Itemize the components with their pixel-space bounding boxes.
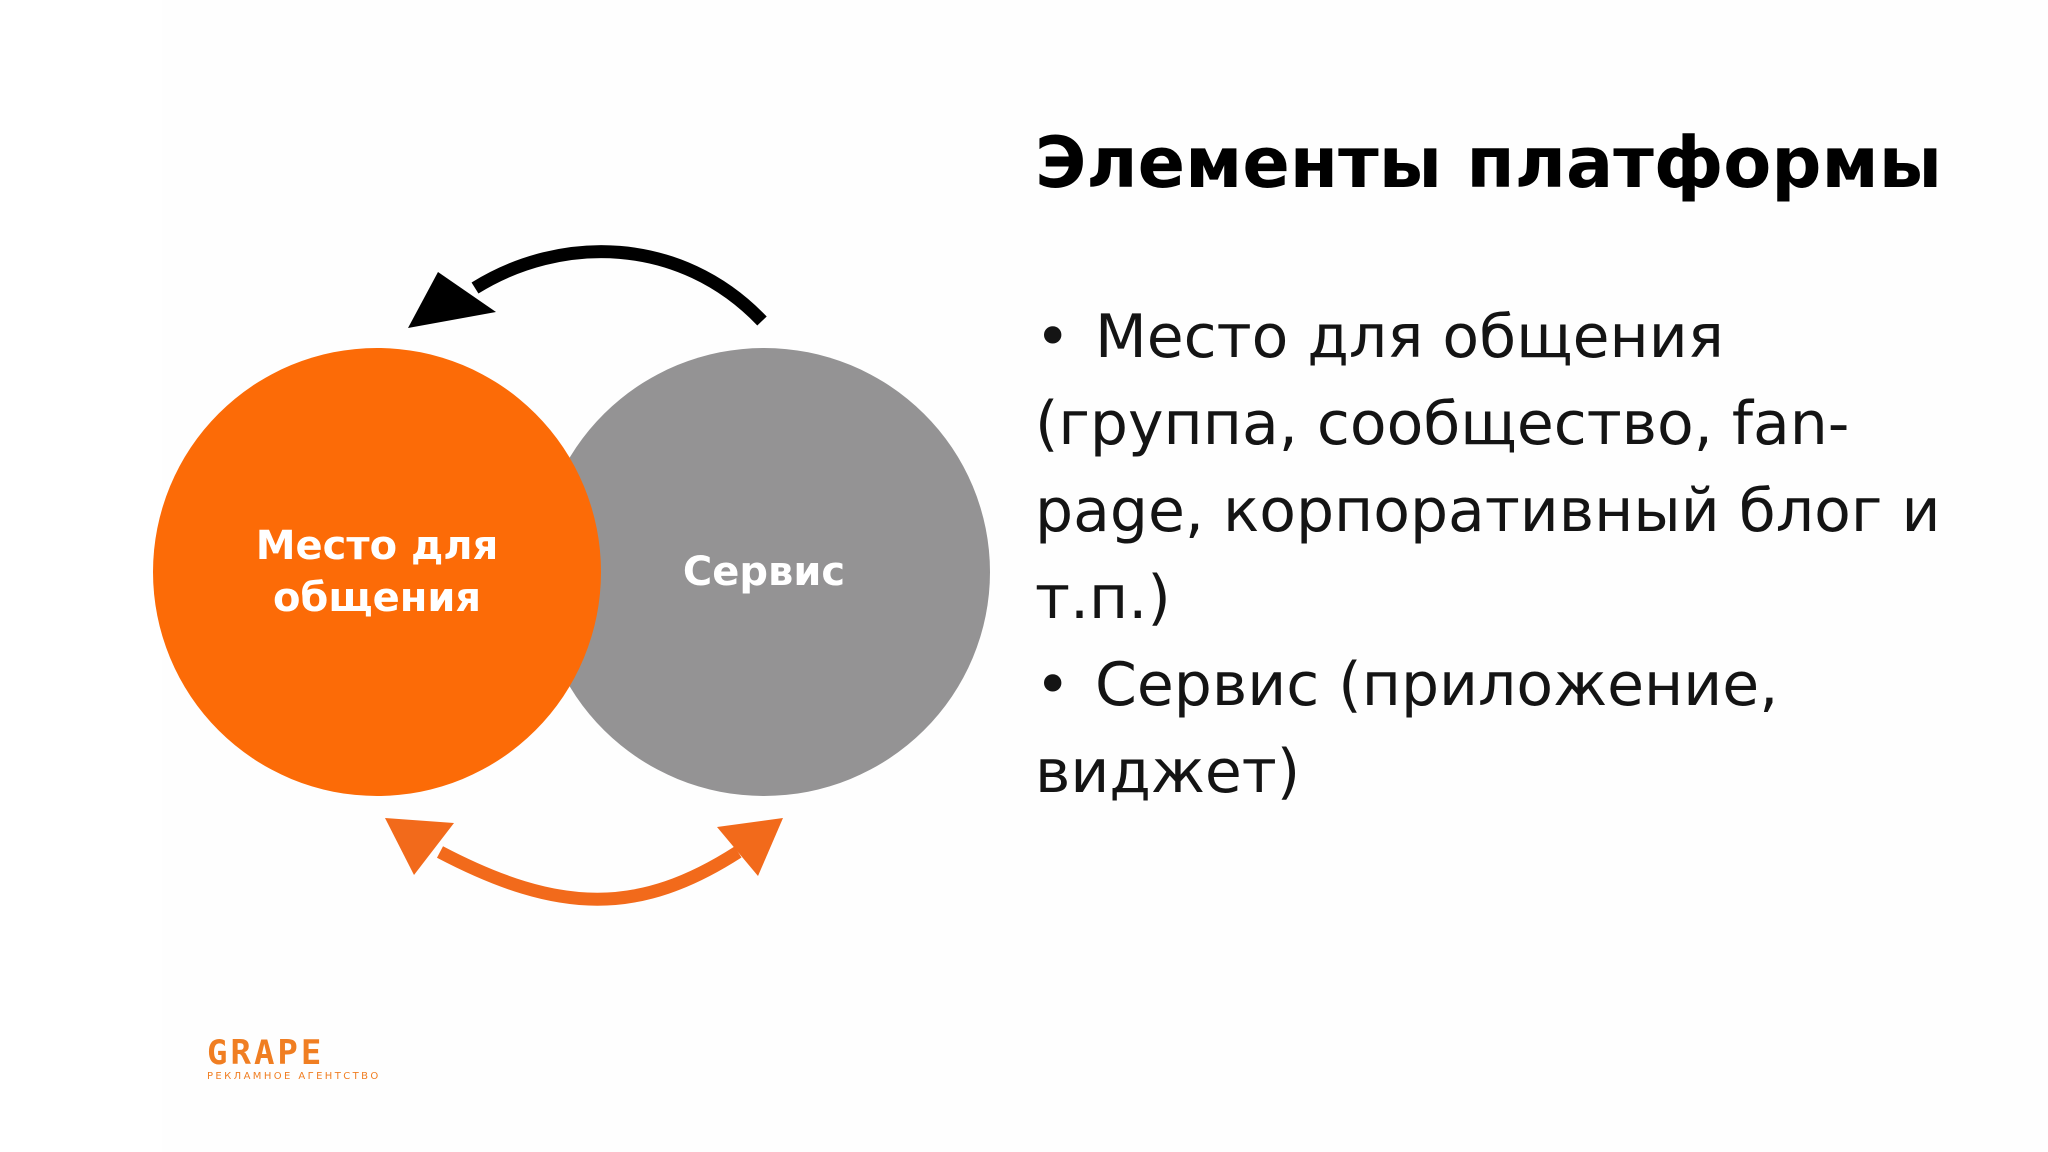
slide-title: Элементы платформы: [1035, 122, 1943, 204]
bullet-text: Сервис (приложение, виджет): [1035, 650, 1779, 807]
service-circle: Сервис: [538, 348, 990, 796]
platform-diagram: Сервис Место для общения: [153, 245, 990, 906]
service-circle-label: Сервис: [682, 549, 846, 595]
bottom-left-arrowhead-icon: [385, 818, 454, 875]
bullet-item-community-place: •Место для общения (группа, сообщество, …: [1035, 294, 1965, 642]
bullet-marker: •: [1035, 650, 1071, 720]
bullet-marker: •: [1035, 302, 1071, 372]
bullet-item-service: •Сервис (приложение, виджет): [1035, 642, 1965, 816]
bullet-list: •Место для общения (группа, сообщество, …: [1035, 294, 1965, 816]
logo-wordmark: GRAPE: [207, 1033, 325, 1073]
top-curved-arrow-shaft: [471, 245, 767, 326]
community-place-circle-label: Место для общения: [255, 523, 499, 621]
bottom-curved-arrow-shaft: [436, 846, 742, 906]
logo-subtitle: РЕКЛАМНОЕ АГЕНТСТВО: [207, 1071, 381, 1082]
top-arrowhead-icon: [408, 272, 496, 328]
community-place-circle: Место для общения: [153, 348, 601, 796]
grape-logo: GRAPE РЕКЛАМНОЕ АГЕНТСТВО: [207, 1036, 407, 1084]
bottom-right-arrowhead-icon: [717, 818, 783, 876]
bullet-text: Место для общения (группа, сообщество, f…: [1035, 302, 1941, 633]
